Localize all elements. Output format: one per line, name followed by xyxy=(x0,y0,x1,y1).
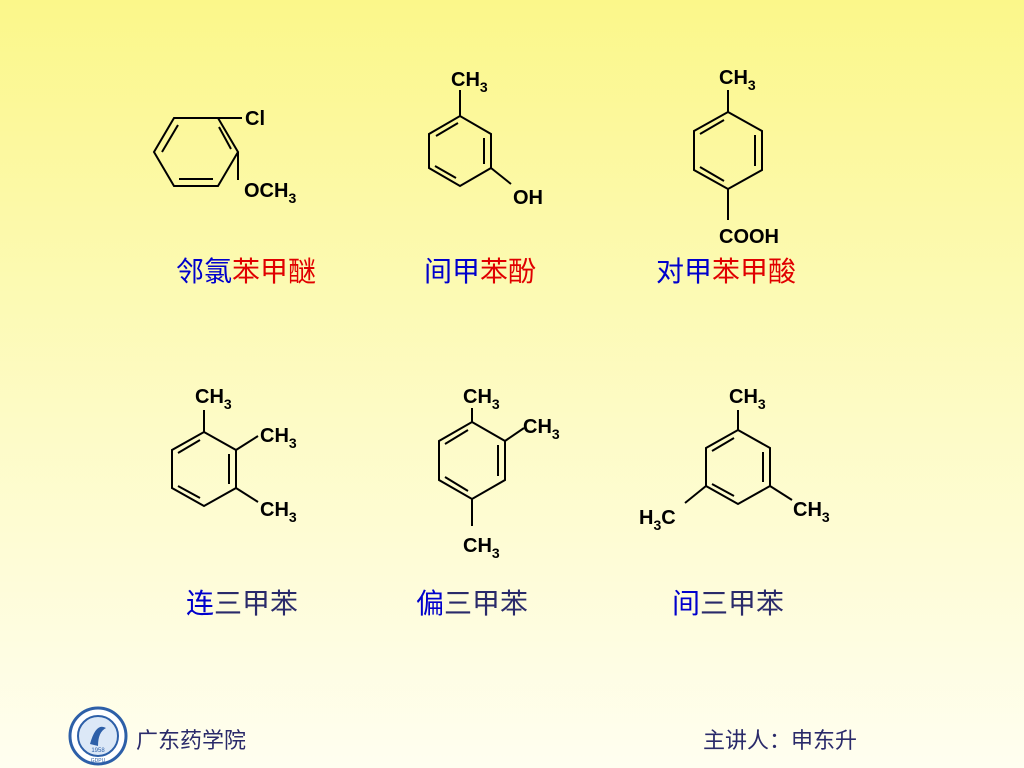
molecule-m-cresol: CH3 OH xyxy=(428,69,543,209)
subscript: 3 xyxy=(480,79,488,95)
subscript: 3 xyxy=(492,396,500,412)
subscript: 3 xyxy=(492,545,500,561)
svg-text:CH3: CH3 xyxy=(523,416,560,442)
svg-text:CH3: CH3 xyxy=(793,499,830,525)
subscript: 3 xyxy=(758,396,766,412)
compound-name-p-toluic-acid: 对甲苯甲酸 xyxy=(656,255,797,288)
svg-text:CH3: CH3 xyxy=(195,386,232,412)
compound-name-mesitylene: 间三甲苯 xyxy=(672,587,785,620)
svg-text:CH3: CH3 xyxy=(719,67,756,93)
subscript: 3 xyxy=(288,190,296,206)
substituent-label: CH xyxy=(463,386,492,408)
substituent-label: Cl xyxy=(245,108,265,130)
logo-abbr: GDPU xyxy=(91,758,106,764)
molecule-p-toluic-acid: CH3 COOH xyxy=(693,67,779,248)
molecule-pseudocumene: CH3 CH3 CH3 xyxy=(438,386,560,561)
substituent-label: CH xyxy=(451,69,480,91)
substituent-label: CH xyxy=(463,535,492,557)
substituent-label: CH xyxy=(729,386,758,408)
svg-text:H3C: H3C xyxy=(639,507,676,533)
substituent-label: H xyxy=(639,507,653,529)
svg-text:OCH3: OCH3 xyxy=(244,180,296,206)
logo-year: 1958 xyxy=(91,748,105,754)
university-seal-icon: 1958 GDPU xyxy=(68,706,128,766)
svg-text:CH3: CH3 xyxy=(260,425,297,451)
svg-text:CH3: CH3 xyxy=(451,69,488,95)
substituent-label: CH xyxy=(523,416,552,438)
svg-text:CH3: CH3 xyxy=(729,386,766,412)
molecule-hemimellitene: CH3 CH3 CH3 xyxy=(171,386,297,525)
subscript: 3 xyxy=(224,396,232,412)
benzene-ring xyxy=(171,430,237,508)
molecule-o-chloroanisole: Cl OCH3 xyxy=(152,108,296,206)
substituent-label: OCH xyxy=(244,180,288,202)
subscript: 3 xyxy=(289,509,297,525)
substituent-label: CH xyxy=(793,499,822,521)
subscript: 3 xyxy=(289,435,297,451)
subscript: 3 xyxy=(552,426,560,442)
compound-name-pseudocumene: 偏三甲苯 xyxy=(416,587,529,620)
molecule-mesitylene: CH3 H3C CH3 xyxy=(639,386,830,533)
substituent-label: CH xyxy=(195,386,224,408)
benzene-ring xyxy=(438,420,506,501)
compound-name-hemimellitene: 连三甲苯 xyxy=(186,587,299,620)
benzene-ring xyxy=(152,117,240,187)
subscript: 3 xyxy=(822,509,830,525)
svg-text:CH3: CH3 xyxy=(463,535,500,561)
substituent-label: CH xyxy=(719,67,748,89)
lecturer-name: 主讲人：申东升 xyxy=(703,729,858,754)
svg-text:CH3: CH3 xyxy=(260,499,297,525)
benzene-ring xyxy=(693,110,763,191)
subscript: 3 xyxy=(748,77,756,93)
substituent-label: COOH xyxy=(719,226,779,248)
compound-name-o-chloroanisole: 邻氯苯甲醚 xyxy=(176,255,317,288)
compound-name-m-cresol: 间甲苯酚 xyxy=(424,255,537,288)
svg-text:CH3: CH3 xyxy=(463,386,500,412)
institution-name: 广东药学院 xyxy=(136,729,247,754)
substituent-label: OH xyxy=(513,187,543,209)
substituent-label: C xyxy=(661,507,675,529)
benzene-ring xyxy=(428,114,492,188)
subscript: 3 xyxy=(653,517,661,533)
benzene-ring xyxy=(705,428,771,506)
substituent-label: CH xyxy=(260,425,289,447)
substituent-label: CH xyxy=(260,499,289,521)
